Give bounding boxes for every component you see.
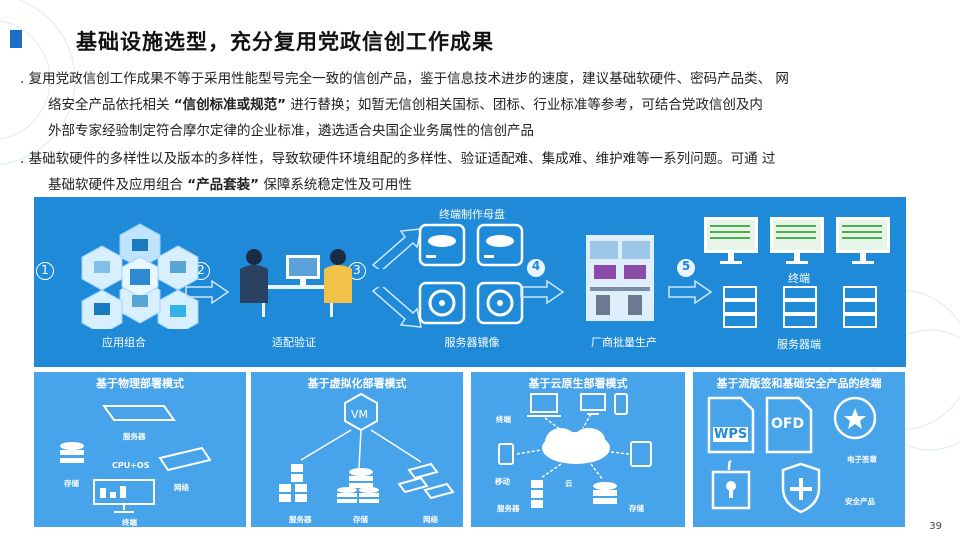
arrow-right-icon (184, 279, 230, 305)
title-accent-bar (10, 30, 22, 48)
virtualization-server-label: 服务器 (289, 514, 312, 525)
cloud-native-deployment-panel: 基于云原生部署模式 终端 移动 云 服务器 存储 (471, 372, 685, 527)
step-3-label: 服务器镜像 (422, 334, 522, 350)
physical-cpu-os-label: CPU+OS (112, 461, 150, 470)
disk-images-icon (416, 221, 536, 331)
mother-disk-label: 终端制作母盘 (422, 206, 522, 222)
cloud-mobile-label: 移动 (495, 476, 510, 487)
step-2-label: 适配验证 (254, 334, 334, 350)
virtualization-diagram (251, 372, 463, 527)
step-5-number: 5 (677, 259, 695, 277)
app-combination-hexagons-icon (80, 219, 200, 329)
servers-icon (722, 285, 892, 331)
virtualization-network-label: 网络 (423, 514, 438, 525)
step-1-label: 应用组合 (74, 334, 174, 350)
page-number: 39 (929, 521, 942, 532)
cloud-terminal-label: 终端 (496, 414, 511, 425)
terminal-label: 终端 (774, 270, 824, 286)
arrow-right-icon (667, 279, 713, 305)
arrow-right-icon (519, 279, 565, 305)
wps-icon-label: WPS (713, 427, 748, 442)
step-5-label: 服务器端 (759, 336, 839, 352)
terminal-security-panel: 基于流版签和基础安全产品的终端 WPS OFD 电子签章 安全产品 (693, 372, 905, 527)
paragraph-1: . 复用党政信创工作成果不等于采用性能型号完全一致的信创产品，鉴于信息技术进步的… (20, 66, 925, 144)
electronic-signature-label: 电子签章 (847, 454, 877, 465)
cloud-storage-label: 存储 (629, 503, 644, 514)
physical-storage-label: 存储 (64, 478, 79, 489)
cloud-label: 云 (565, 478, 573, 489)
paragraph-2-line-2: 基础软硬件及应用组合 “产品套装” 保障系统稳定性及可用性 (20, 172, 925, 198)
ofd-icon-label: OFD (771, 416, 804, 432)
virtualization-storage-label: 存储 (353, 514, 368, 525)
page-title: 基础设施选型，充分复用党政信创工作成果 (76, 26, 494, 56)
security-product-label: 安全产品 (845, 496, 875, 507)
terminal-monitors-icon (702, 215, 902, 269)
paragraph-1-line-2: 络安全产品依托相关 “信创标准或规范” 进行替换；如暂无信创相关国标、团标、行业… (20, 92, 925, 118)
factory-production-icon (580, 233, 660, 323)
physical-deployment-panel: 基于物理部署模式 服务器 CPU+OS 存储 网络 终端 (34, 372, 246, 527)
adaptation-verification-people-icon (234, 239, 354, 319)
physical-deployment-diagram (34, 372, 246, 527)
physical-network-label: 网络 (174, 482, 189, 493)
physical-terminal-label: 终端 (122, 517, 137, 528)
paragraph-2-line-1: . 基础软硬件的多样性以及版本的多样性，导致软硬件环境组配的多样性、验证适配难、… (20, 151, 775, 167)
process-flow-panel: 1 2 3 4 5 应用组合 适配 (34, 197, 906, 367)
paragraph-2: . 基础软硬件的多样性以及版本的多样性，导致软硬件环境组配的多样性、验证适配难、… (20, 146, 925, 198)
vm-label: VM (351, 408, 368, 421)
paragraph-1-line-1: . 复用党政信创工作成果不等于采用性能型号完全一致的信创产品，鉴于信息技术进步的… (20, 71, 789, 87)
virtualization-deployment-panel: 基于虚拟化部署模式 VM 服务器 存储 网络 (251, 372, 463, 527)
step-4-label: 厂商批量生产 (574, 334, 674, 350)
step-1-number: 1 (36, 262, 54, 280)
paragraph-1-line-3: 外部专家经验制定符合摩尔定律的企业标准，遴选适合央国企业务属性的信创产品 (20, 118, 925, 144)
cloud-server-label: 服务器 (497, 503, 520, 514)
physical-server-label: 服务器 (123, 431, 146, 442)
